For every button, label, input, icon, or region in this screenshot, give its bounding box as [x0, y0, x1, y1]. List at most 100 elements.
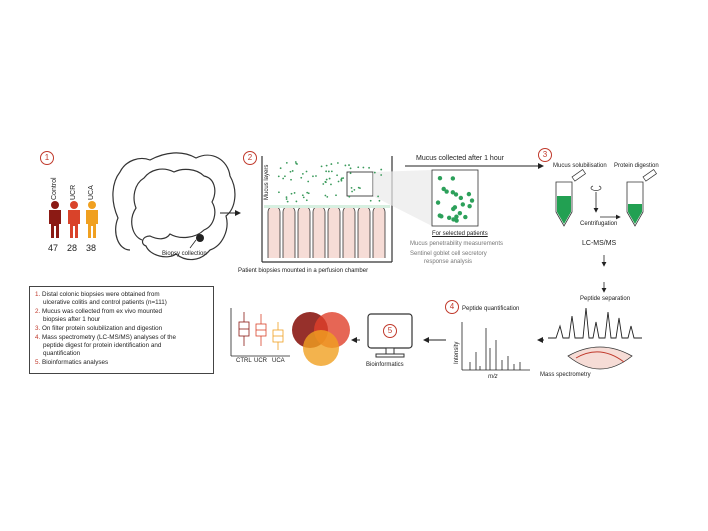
step-number-4: 4 — [445, 300, 459, 314]
mz-axis-label: m/z — [488, 374, 498, 380]
mucus-dot — [282, 177, 285, 180]
mucus-dot — [353, 189, 356, 191]
mucus-bead — [437, 175, 443, 181]
mucus-dot — [279, 167, 282, 170]
mucus-bead — [466, 191, 472, 197]
mucus-bead — [467, 203, 472, 209]
bioinformatics-label: Bioinformatics — [366, 362, 404, 368]
group-count-ucr: 28 — [67, 243, 78, 253]
mucus-dot — [362, 166, 365, 169]
mucus-dot — [315, 175, 317, 177]
solubilisation-tube — [555, 169, 587, 227]
mucus-dot — [348, 164, 350, 166]
venn-diagram — [292, 312, 350, 366]
mucus-bead — [450, 176, 456, 181]
perfusion-chamber — [261, 156, 432, 263]
mucus-dot — [328, 177, 331, 180]
boxplot-chart — [230, 308, 290, 357]
mucus-dot — [285, 196, 288, 199]
legend-line: quantification — [43, 350, 81, 357]
mucus-dot — [357, 166, 360, 169]
mucus-zoom-beads — [435, 175, 475, 223]
mucus-dot — [290, 178, 292, 181]
mucus-dot — [300, 176, 303, 179]
mucus-dot — [285, 198, 288, 200]
legend-line: 2. Mucus was collected from ex vivo moun… — [35, 308, 163, 315]
biopsy-collection-label: Biopsy collection — [162, 251, 207, 257]
mucus-dot — [357, 186, 360, 189]
mucus-dot — [348, 195, 351, 198]
mucus-dot — [351, 190, 353, 193]
mucus-dot — [312, 175, 314, 178]
perfusion-chamber-caption: Patient biopsies mounted in a perfusion … — [238, 268, 369, 274]
step-number-1: 1 — [40, 151, 54, 165]
mucus-dots — [277, 161, 383, 203]
mucus-dot — [377, 195, 379, 198]
mucus-bead — [460, 202, 466, 207]
mucus-dot — [373, 171, 376, 174]
mucus-dot — [325, 178, 328, 181]
mucus-dot — [285, 161, 288, 164]
penetrability-label: Mucus penetrability measurements — [410, 241, 504, 247]
legend-line: peptide digest for protein identificatio… — [43, 342, 162, 349]
mucus-dot — [307, 192, 310, 195]
mucus-dot — [344, 164, 347, 167]
sentinel-label-1: Sentinel goblet cell secretory — [410, 251, 487, 257]
mucus-dot — [320, 165, 323, 168]
mucus-dot — [378, 199, 381, 202]
rotation-icon — [590, 185, 602, 191]
peptide-separation-label: Peptide separation — [580, 296, 631, 302]
mucus-dot — [325, 170, 328, 173]
group-label-ucr: UCR — [70, 184, 77, 200]
step-number-5: 5 — [383, 324, 397, 338]
mucus-collected-label: Mucus collected after 1 hour — [416, 155, 504, 162]
mucus-dot — [295, 162, 298, 165]
mucus-bead — [446, 215, 452, 220]
mucus-bead — [435, 200, 441, 205]
mucus-dot — [335, 194, 337, 197]
mucus-dot — [349, 172, 352, 175]
step-number-3: 3 — [538, 148, 552, 162]
mass-spectrum-plot — [461, 322, 530, 371]
mucus-bead — [450, 190, 456, 195]
mucus-dot — [326, 195, 329, 198]
mucus-dot — [336, 162, 339, 164]
legend-line: biopsies after 1 hour — [43, 316, 101, 323]
mucus-dot — [325, 164, 328, 167]
legend-line: 1. Distal colonic biopsies were obtained… — [35, 291, 160, 298]
mucus-bead — [452, 205, 458, 210]
mucus-dot — [289, 170, 292, 173]
intensity-axis-label: Intensity — [454, 341, 460, 364]
mucus-dot — [336, 174, 338, 177]
mucus-dot — [324, 180, 327, 183]
group-label-uca: UCA — [88, 185, 95, 200]
mucus-dot — [330, 163, 333, 165]
boxplot-label-uca: UCA — [272, 358, 285, 364]
mucus-bead — [454, 218, 459, 223]
mucus-dot — [306, 191, 309, 194]
mucus-bead — [444, 189, 449, 194]
centrifugation-label: Centrifugation — [580, 221, 618, 227]
protein-digestion-label: Protein digestion — [614, 163, 659, 169]
mucus-dot — [305, 199, 308, 202]
mucus-bead — [469, 198, 475, 203]
mucus-dot — [278, 191, 280, 194]
mucus-dot — [294, 161, 297, 163]
mucus-dot — [301, 194, 304, 197]
mucus-dot — [291, 170, 294, 172]
biopsy-site-icon — [196, 234, 204, 242]
mucus-dot — [368, 166, 370, 169]
mucus-bead — [458, 195, 464, 201]
boxplot-label-ctrl: CTRL — [236, 358, 252, 364]
mucus-dot — [322, 183, 325, 185]
control-person-icon — [49, 201, 61, 238]
mucus-dot — [327, 170, 330, 173]
mucus-dot — [290, 192, 293, 195]
mucus-dot — [295, 200, 298, 203]
legend-line: 5. Bioinformatics analyses — [35, 359, 109, 366]
steps-legend: 1. Distal colonic biopsies were obtained… — [29, 286, 214, 374]
mass-spectrometry-label: Mass spectrometry — [540, 372, 591, 378]
uca-person-icon — [86, 201, 98, 238]
mucus-bead — [457, 210, 463, 216]
